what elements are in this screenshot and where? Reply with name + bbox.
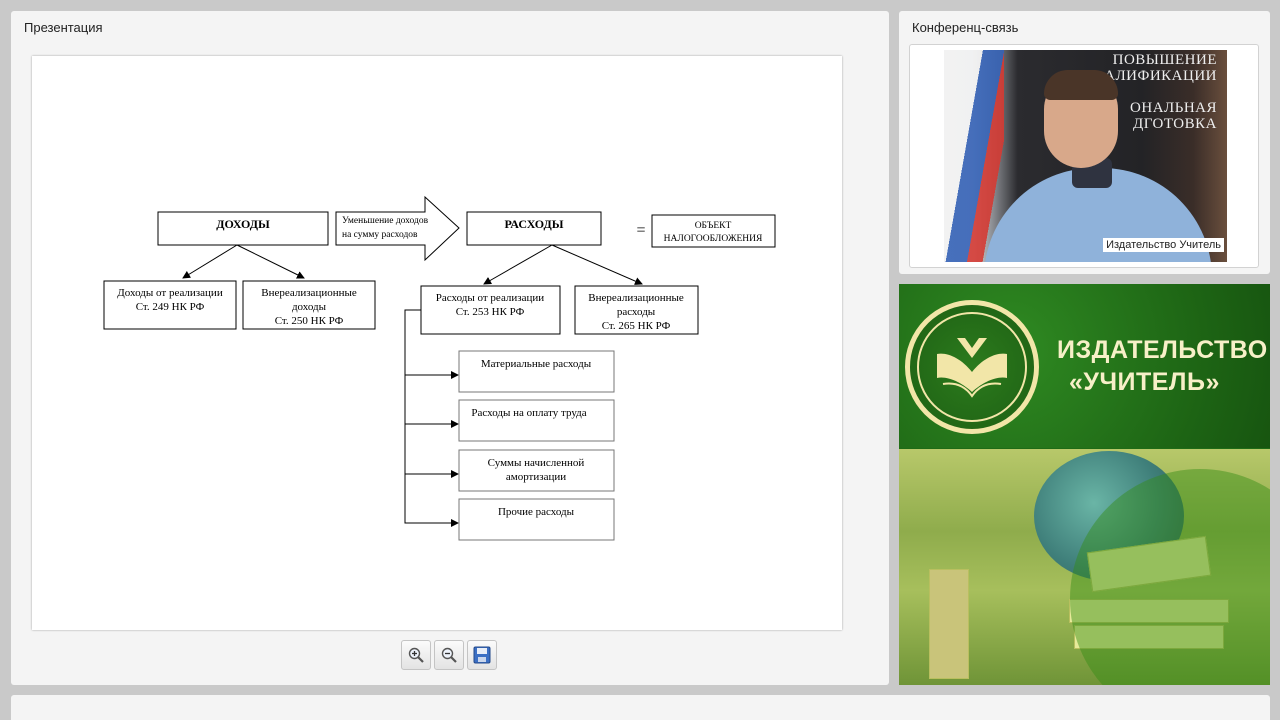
income-non-2: доходы: [292, 301, 327, 313]
object-line-2: НАЛОГООБЛОЖЕНИЯ: [664, 234, 763, 244]
exp-sales-box: [420, 285, 561, 335]
banner-line-3: ОНАЛЬНАЯ: [1130, 100, 1217, 116]
sub-material-box: [458, 350, 615, 393]
income-non-box: [242, 280, 376, 330]
banner-line-1: ПОВЫШЕНИЕ: [1112, 52, 1217, 68]
sub-labor: Расходы на оплату труда: [471, 407, 586, 419]
ad-title-line-2: «УЧИТЕЛЬ»: [1069, 368, 1220, 396]
presentation-panel: Презентация ДОХОДЫ Уменьшение доходов на…: [11, 11, 889, 685]
sub-other: Прочие расходы: [498, 506, 575, 518]
conference-panel: Конференц-связь ПОВЫШЕНИЕ АЛИФИКАЦИИ ОНА…: [899, 11, 1270, 274]
video-feed: ПОВЫШЕНИЕ АЛИФИКАЦИИ ОНАЛЬНАЯ ДГОТОВКА И…: [944, 50, 1227, 262]
expenses-label: РАСХОДЫ: [504, 217, 563, 231]
expenses-box: [466, 211, 602, 246]
bottom-panel: [11, 695, 1270, 720]
video-frame[interactable]: ПОВЫШЕНИЕ АЛИФИКАЦИИ ОНАЛЬНАЯ ДГОТОВКА И…: [909, 44, 1259, 268]
zoom-in-button[interactable]: [401, 640, 431, 670]
banner-line-4: ДГОТОВКА: [1132, 116, 1217, 132]
conference-title: Конференц-связь: [912, 20, 1019, 35]
reduction-arrow: [335, 195, 460, 262]
save-button[interactable]: [467, 640, 497, 670]
publisher-ad: ИЗДАТЕЛЬСТВО «УЧИТЕЛЬ»: [899, 284, 1270, 685]
income-sales-box: [103, 280, 237, 330]
sub-material: Материальные расходы: [481, 358, 592, 370]
income-box: [157, 211, 329, 246]
tax-object-box: [651, 214, 776, 248]
exp-sales-1: Расходы от реализации: [436, 292, 545, 304]
ad-books-image: [899, 449, 1270, 685]
ad-header: ИЗДАТЕЛЬСТВО «УЧИТЕЛЬ»: [899, 284, 1270, 448]
arrow-text-1: Уменьшение доходов: [342, 216, 429, 226]
exp-non-1: Внереализационные: [588, 292, 684, 304]
arrow-text-2: на сумму расходов: [342, 230, 418, 240]
speaker-hair: [1044, 70, 1118, 100]
income-sales-2: Ст. 249 НК РФ: [136, 301, 205, 313]
exp-sales-2: Ст. 253 НК РФ: [456, 306, 525, 318]
book-logo-icon: [937, 338, 1007, 398]
zoom-out-icon: [441, 647, 457, 663]
sub-other-box: [458, 498, 615, 541]
sub-labor-box: [458, 399, 615, 442]
save-icon: [473, 646, 491, 664]
income-label: ДОХОДЫ: [216, 217, 270, 231]
banner-line-2: АЛИФИКАЦИИ: [1104, 68, 1217, 84]
slide-toolbar: [401, 640, 497, 670]
ad-title-line-1: ИЗДАТЕЛЬСТВО: [1057, 336, 1268, 364]
zoom-out-button[interactable]: [434, 640, 464, 670]
exp-non-2: расходы: [617, 306, 656, 318]
exp-non-box: [574, 285, 699, 335]
income-non-1: Внереализационные: [261, 287, 357, 299]
sub-amort-2: амортизации: [506, 471, 566, 483]
exp-non-3: Ст. 265 НК РФ: [602, 320, 671, 332]
sub-amort-box: [458, 449, 615, 492]
sub-amort-1: Суммы начисленной: [488, 457, 585, 469]
book-spine: [929, 569, 969, 679]
object-line-1: ОБЪЕКТ: [695, 221, 732, 231]
income-sales-1: Доходы от реализации: [117, 287, 223, 299]
video-participant-label: Издательство Учитель: [1103, 238, 1224, 252]
slide: ДОХОДЫ Уменьшение доходов на сумму расхо…: [32, 56, 842, 630]
presentation-title: Презентация: [24, 20, 103, 35]
book-stack-2: [1074, 625, 1224, 649]
zoom-in-icon: [408, 647, 424, 663]
income-non-3: Ст. 250 НК РФ: [275, 315, 344, 327]
tax-diagram: ДОХОДЫ Уменьшение доходов на сумму расхо…: [103, 195, 776, 541]
flag-decoration: [944, 50, 1004, 262]
book-stack-1: [1069, 599, 1229, 623]
equals-sign: =: [636, 222, 645, 239]
publisher-logo: [905, 300, 1039, 434]
